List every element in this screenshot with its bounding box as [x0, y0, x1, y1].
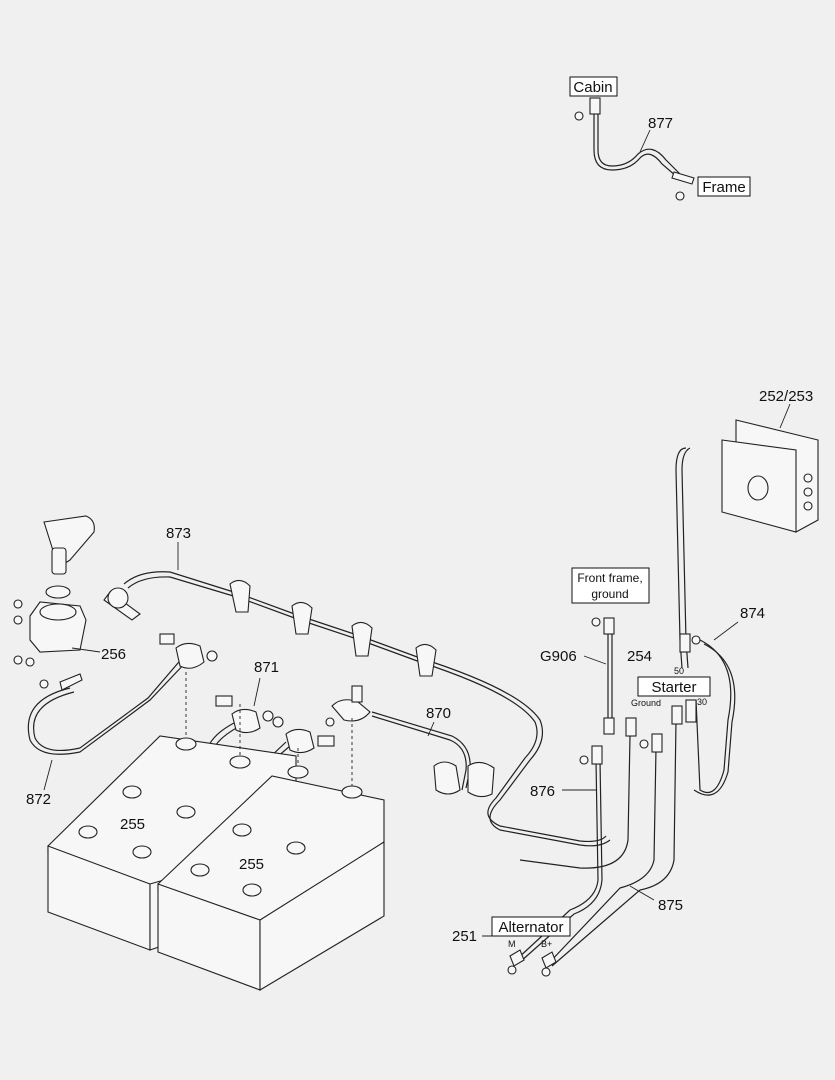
callout-873: 873: [166, 525, 191, 542]
cable-G906: [583, 617, 615, 735]
cable-871: [204, 677, 335, 784]
svg-text:Frame: Frame: [702, 179, 745, 196]
battery-switch-256: [13, 515, 141, 667]
cable-875: [547, 699, 697, 967]
callout-875: 875: [658, 897, 683, 914]
callout-870: 870: [426, 705, 451, 722]
terminal-ground: Ground: [631, 698, 661, 708]
callout-876: 876: [530, 783, 555, 800]
callout-877: 877: [648, 115, 673, 132]
callout-874: 874: [740, 605, 765, 622]
control-box-252-253: [721, 403, 819, 533]
callout-251: 251: [452, 928, 477, 945]
callout-255-left: 255: [120, 816, 145, 833]
svg-text:Front frame,: Front frame,: [577, 571, 642, 585]
terminal-30: 30: [697, 697, 707, 707]
callout-g906: G906: [540, 648, 577, 665]
cabin-terminal: [589, 97, 601, 115]
cable-876: [515, 717, 637, 963]
label-cabin: Cabin: [569, 76, 618, 97]
label-alternator: Alternator: [491, 916, 571, 937]
cable-872: [27, 633, 218, 791]
label-front-frame-ground: Front frame, ground: [571, 567, 650, 604]
label-starter: Starter: [637, 676, 711, 697]
callout-252-253: 252/253: [759, 388, 813, 405]
svg-text:Starter: Starter: [651, 679, 696, 696]
terminal-m: M: [508, 939, 516, 949]
frame-terminal: [671, 171, 695, 185]
callout-256: 256: [101, 646, 126, 663]
terminal-50: 50: [674, 666, 684, 676]
svg-text:Cabin: Cabin: [573, 79, 612, 96]
cable-873: [123, 542, 611, 847]
battery-255-right: [157, 718, 385, 991]
callout-872: 872: [26, 791, 51, 808]
cable-877: [574, 97, 695, 201]
cabin-screw: [574, 111, 584, 121]
terminal-bplus: B+: [541, 939, 552, 949]
frame-screw: [675, 191, 685, 201]
svg-text:Alternator: Alternator: [498, 919, 563, 936]
label-frame: Frame: [697, 176, 751, 197]
callout-255-right: 255: [239, 856, 264, 873]
callout-871: 871: [254, 659, 279, 676]
svg-text:ground: ground: [591, 587, 628, 601]
cable-874: [675, 447, 739, 796]
callout-254: 254: [627, 648, 652, 665]
cable-870: [325, 685, 495, 798]
alternator-connectors: [482, 935, 557, 977]
